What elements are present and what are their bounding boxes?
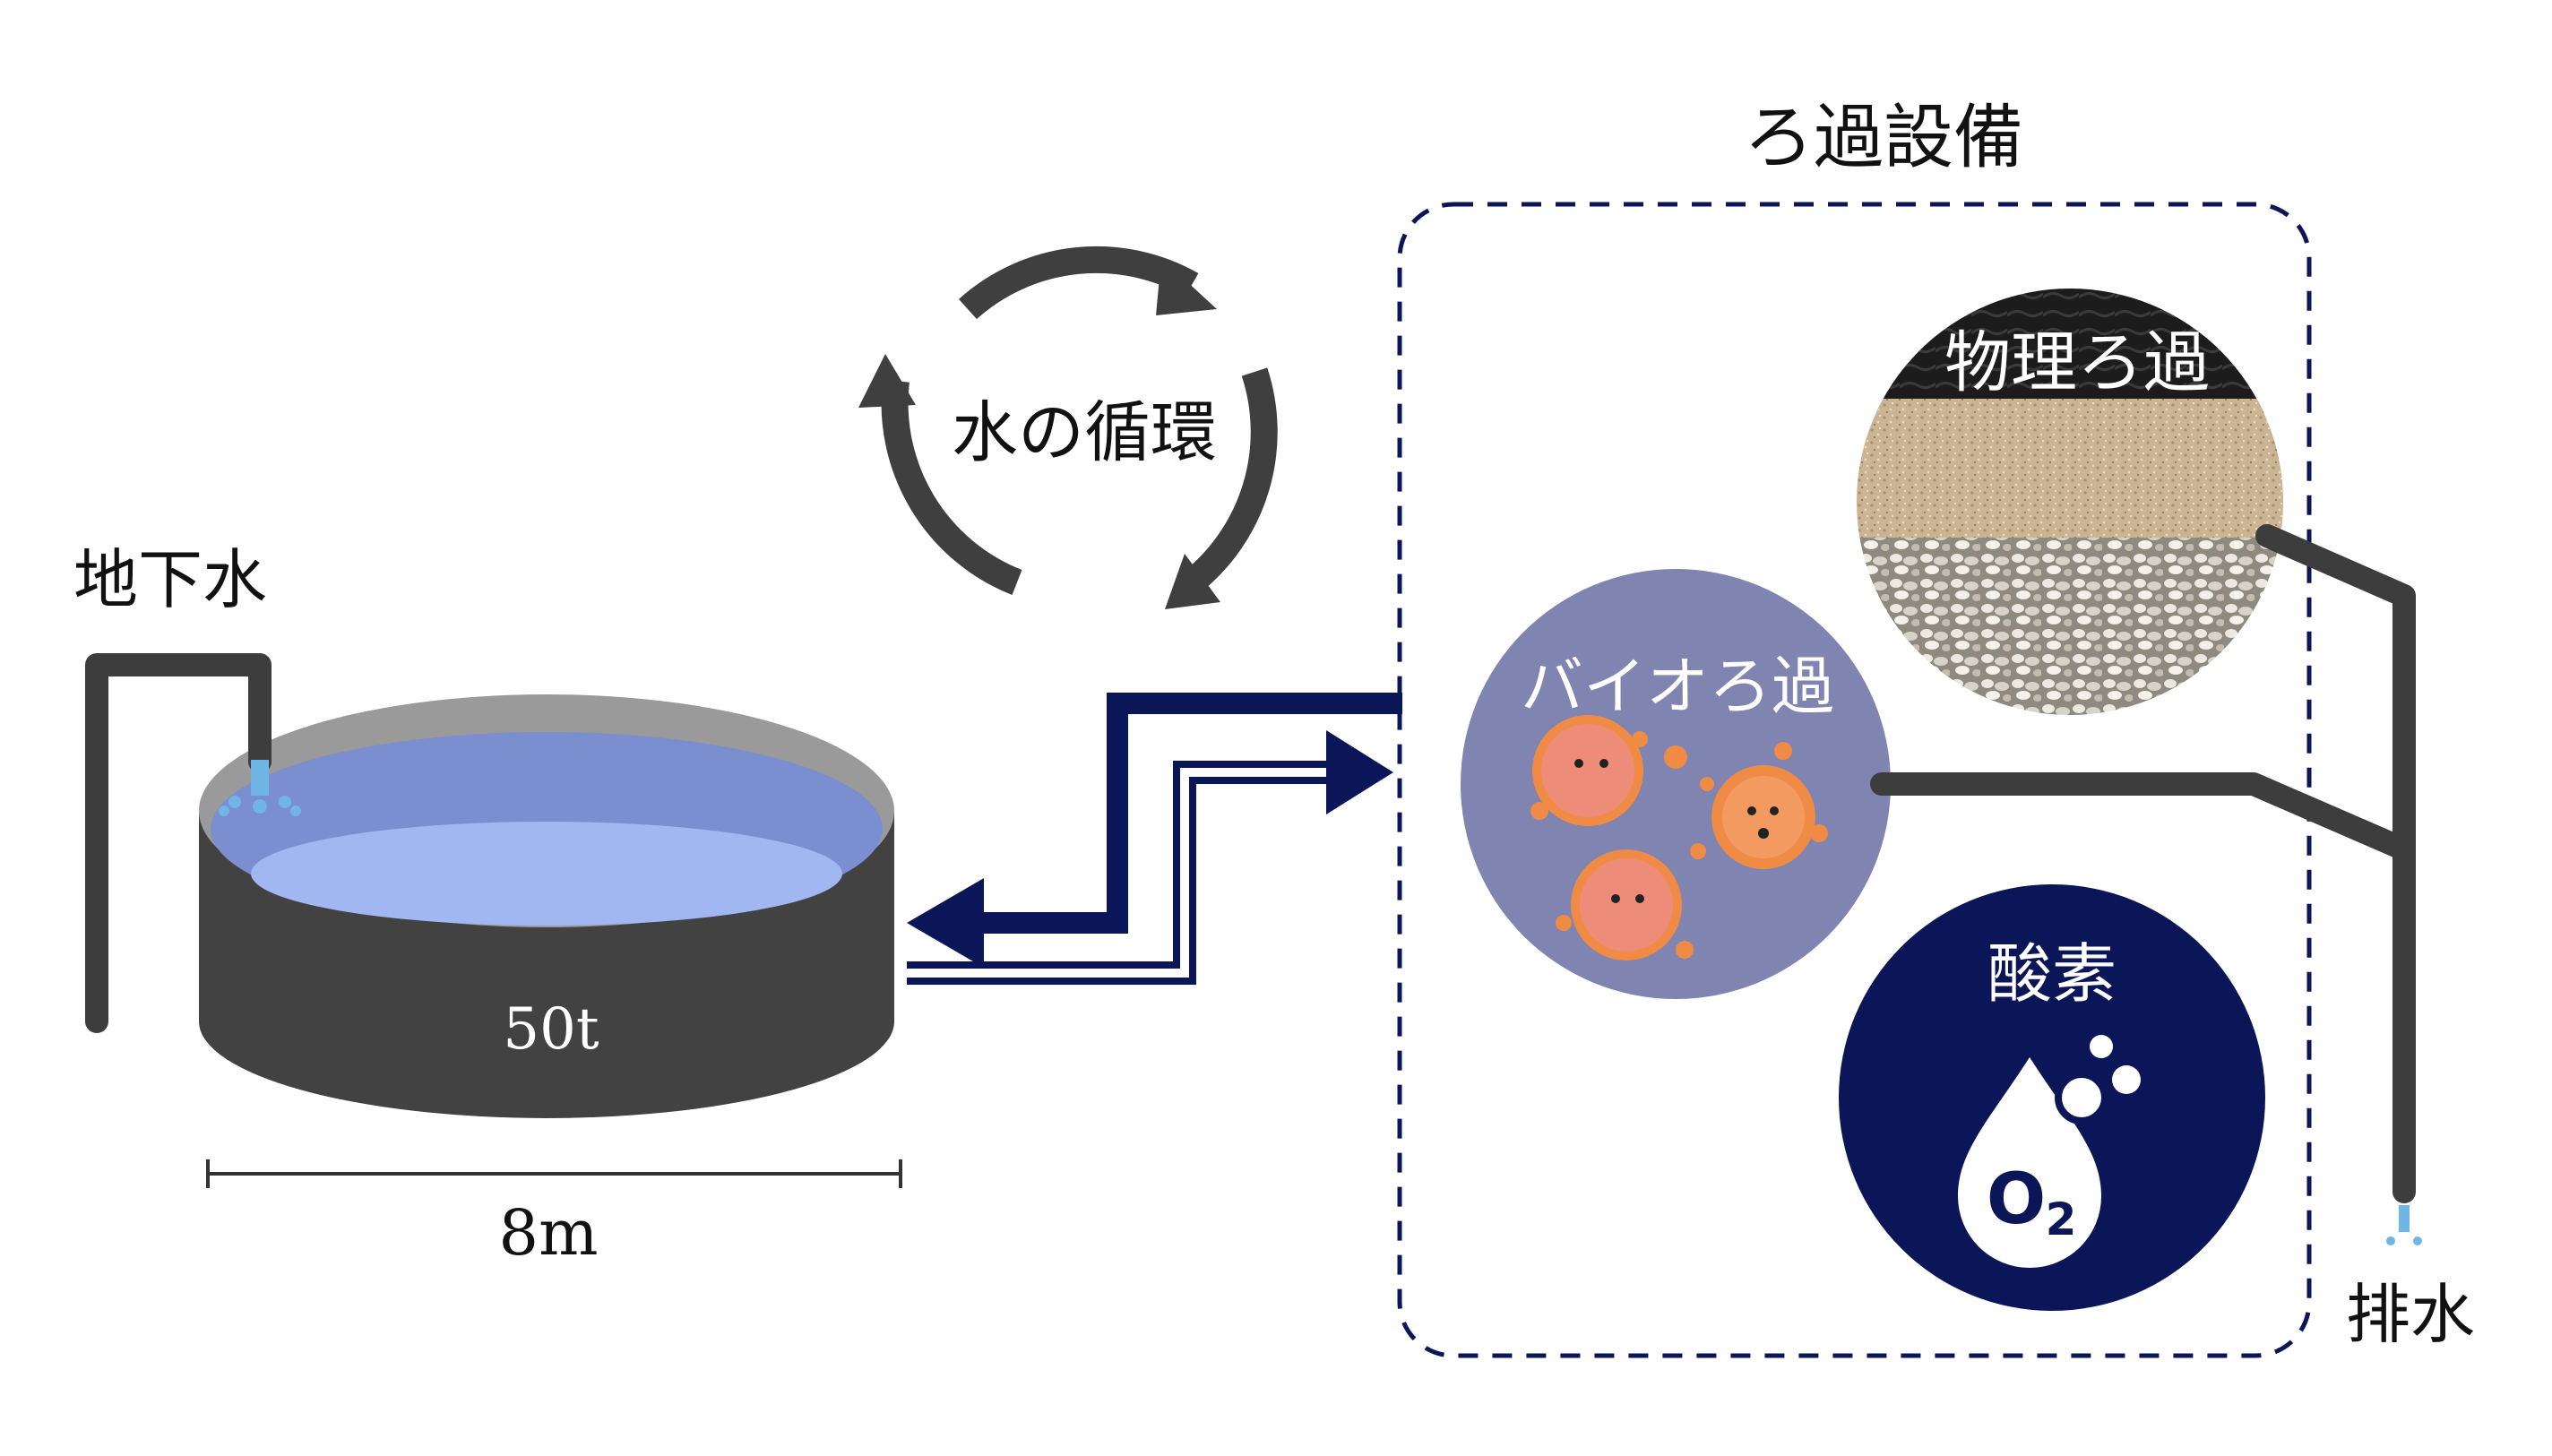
bio-filtration-label: バイオろ過	[1521, 650, 1834, 723]
microbe-icon	[1700, 765, 1828, 869]
drain-label: 排水	[2346, 1277, 2475, 1352]
oxygen-label: 酸素	[1987, 936, 2117, 1012]
groundwater-label: 地下水	[73, 542, 267, 617]
drain-pipe	[1870, 524, 2416, 1203]
groundwater-pipe	[85, 653, 301, 1033]
supply-arrow-icon	[1326, 730, 1393, 814]
circulation-arrowheads	[858, 258, 1220, 609]
oxygen-subscript: 2	[2046, 1193, 2077, 1245]
tank-diameter-dimension: 8m	[206, 1159, 902, 1270]
tank-water-inner	[251, 822, 842, 926]
return-pipe	[907, 693, 1402, 968]
microbe-icon	[1556, 849, 1694, 961]
bio-filtration	[1461, 569, 1891, 999]
oxygen-supply: 酸素 O 2	[1839, 884, 2265, 1311]
oxygen-drop-icon	[1958, 1035, 2141, 1268]
water-splash-icon	[219, 796, 301, 816]
tank-capacity-label: 50t	[503, 996, 599, 1063]
physical-filtration-label: 物理ろ過	[1944, 324, 2210, 401]
return-arrow-icon	[907, 878, 984, 968]
drain-drip-icon	[2386, 1236, 2422, 1245]
filtration-equipment-box	[1397, 202, 2312, 1358]
tank-diameter-label: 8m	[499, 1196, 599, 1270]
oxygen-symbol: O	[1987, 1159, 2046, 1240]
filtration-title: ろ過設備	[1744, 98, 2023, 178]
water-tank: 50t	[199, 694, 894, 1118]
supply-pipe	[907, 730, 1393, 985]
circulation-label: 水の循環	[952, 394, 1217, 471]
microbe-icon	[1530, 715, 1648, 826]
